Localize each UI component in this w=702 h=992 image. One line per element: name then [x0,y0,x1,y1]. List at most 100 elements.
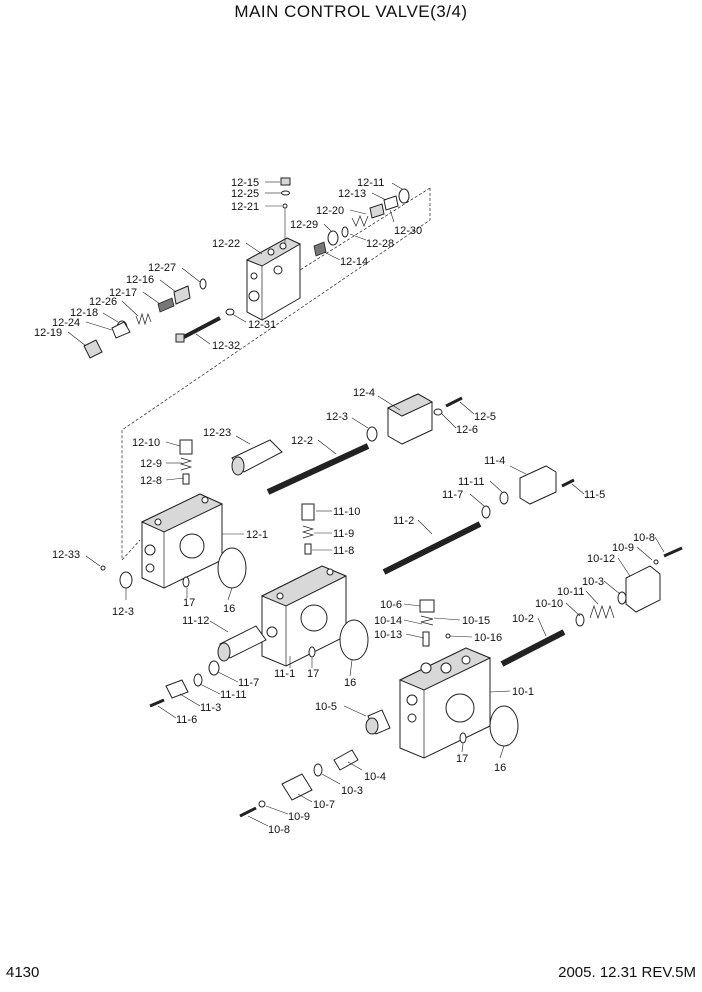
label-10-5: 10-5 [315,701,337,713]
label-10-15: 10-15 [462,615,490,627]
label-10-8: 10-8 [633,532,655,544]
label-11-2: 11-2 [393,515,414,527]
label-10-12: 10-12 [587,553,615,565]
label-11-4: 11-4 [484,455,505,467]
label-12-32: 12-32 [212,340,240,352]
label-11-3: 11-3 [200,702,221,714]
orings-11 [149,619,369,708]
label-11-9: 11-9 [333,528,354,540]
body-12-1 [140,493,224,589]
spool-11-2 [382,521,482,575]
body-11-1 [260,565,348,667]
label-11-7-lower: 11-7 [238,677,259,689]
label-16-c: 16 [494,762,506,774]
sleeve-11-12 [217,625,267,662]
cap-10-12 [617,546,683,613]
label-12-6: 12-6 [456,424,478,436]
label-12-33: 12-33 [52,549,80,561]
bolt-12-32 [175,308,235,343]
poppet-12-10 [179,439,193,485]
section-outline [121,187,431,561]
label-12-3-lower: 12-3 [112,606,134,618]
label-12-24: 12-24 [52,317,80,329]
cap-12-4 [366,393,463,445]
label-16-a: 16 [223,603,235,615]
label-10-2: 10-2 [512,613,534,625]
label-12-28: 12-28 [366,238,394,250]
label-11-8: 11-8 [333,545,354,557]
label-12-16: 12-16 [126,274,154,286]
label-10-13: 10-13 [374,629,402,641]
label-16-b: 16 [344,677,356,689]
label-12-17: 12-17 [109,287,137,299]
label-11-1: 11-1 [274,668,295,680]
label-17-a: 17 [183,597,195,609]
label-10-9: 10-9 [612,542,634,554]
label-12-9: 12-9 [140,458,162,470]
label-12-27: 12-27 [148,262,176,274]
spring-10-10 [575,604,615,627]
label-12-25: 12-25 [231,188,259,200]
label-10-3: 10-3 [582,576,604,588]
label-12-30: 12-30 [394,225,422,237]
label-11-10: 11-10 [333,506,360,518]
label-12-19: 12-19 [34,327,62,339]
label-12-10: 12-10 [132,437,160,449]
label-12-26: 12-26 [89,296,117,308]
spring-12-13 [313,188,410,257]
label-10-9-lower: 10-9 [288,811,310,823]
plug-12-27-group [83,278,207,359]
label-10-8-lower: 10-8 [268,824,290,836]
label-12-1: 12-1 [246,529,268,541]
label-12-15: 12-15 [231,177,259,189]
revision-date: 2005. 12.31 REV.5M [558,964,696,981]
plug-12-15 [280,177,291,244]
label-12-20: 12-20 [316,205,344,217]
label-12-5: 12-5 [474,411,496,423]
leader-lines [67,181,665,827]
label-10-7: 10-7 [313,799,335,811]
label-17-c: 17 [456,753,468,765]
label-11-11: 11-11 [458,476,485,488]
label-12-22: 12-22 [212,238,240,250]
cap-11-4 [481,465,575,519]
label-11-5: 11-5 [584,489,605,501]
orings-10 [459,705,519,747]
part-labels: 12-15 12-25 12-21 12-22 12-11 12-13 12-2… [34,177,655,836]
label-10-16: 10-16 [474,632,502,644]
label-17-b: 17 [307,668,319,680]
label-12-29: 12-29 [290,219,318,231]
label-11-6: 11-6 [176,714,197,726]
plug-10-5 [239,709,391,818]
page-number: 4130 [6,964,40,981]
page-title: MAIN CONTROL VALVE(3/4) [234,2,468,21]
label-12-31: 12-31 [248,319,276,331]
label-10-6: 10-6 [380,599,402,611]
label-10-11: 10-11 [557,586,584,598]
label-12-18: 12-18 [70,307,98,319]
label-12-14: 12-14 [340,256,368,268]
body-10-1 [398,647,492,759]
sleeve-12-23 [231,439,283,476]
label-11-7: 11-7 [442,489,463,501]
poppet-11-10 [301,503,315,555]
spool-12-2 [266,443,370,495]
label-10-4: 10-4 [364,771,386,783]
label-11-12: 11-12 [182,615,209,627]
label-10-3-lower: 10-3 [341,785,363,797]
label-10-10: 10-10 [535,598,563,610]
label-12-13: 12-13 [338,188,366,200]
label-10-1: 10-1 [512,686,534,698]
label-12-11: 12-11 [357,177,384,189]
label-12-23: 12-23 [203,427,231,439]
label-12-2: 12-2 [291,435,313,447]
poppet-10-6 [419,599,451,647]
orings-12 [100,547,247,589]
label-12-3: 12-3 [326,411,348,423]
label-12-4: 12-4 [353,387,375,399]
label-12-8: 12-8 [140,475,162,487]
block-12-22 [245,237,302,321]
label-11-11-lower: 11-11 [220,689,247,701]
